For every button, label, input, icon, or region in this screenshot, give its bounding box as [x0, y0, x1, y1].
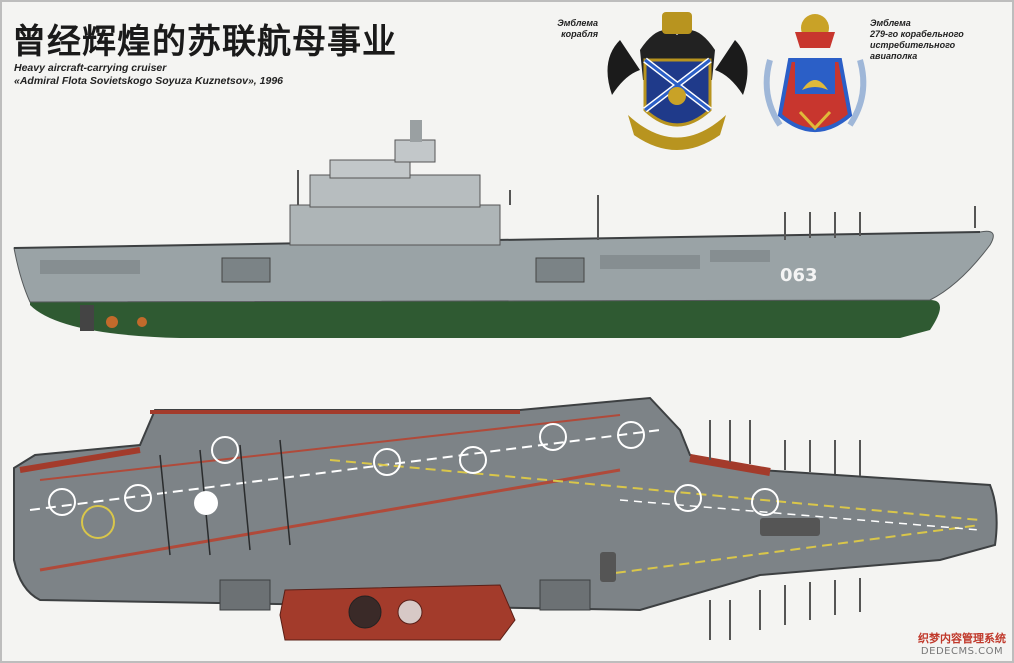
hull-number: 063 [780, 265, 818, 286]
side-profile-view: 063 [13, 120, 994, 338]
regiment-emblem-label-line-2: 279-го корабельного [870, 29, 964, 39]
ship-emblem-label-line-1: Эмблема [557, 18, 598, 28]
ship-emblem [607, 12, 748, 150]
subtitle-line-2: «Admiral Flota Sovietskogo Soyuza Kuznet… [14, 75, 283, 87]
ship-emblem-label: Эмблема корабля [520, 18, 598, 40]
watermark-url: DEDECMS.COM [920, 646, 1004, 657]
regiment-emblem-label: Эмблема 279-го корабельного истребительн… [870, 18, 1010, 62]
regiment-emblem-label-line-4: авиаполка [870, 51, 918, 61]
watermark-brand: 织梦内容管理系统 [918, 632, 1006, 645]
regiment-emblem-label-line-3: истребительного [870, 40, 956, 50]
ship-emblem-label-line-2: корабля [561, 29, 598, 39]
top-down-deck-view [13, 396, 998, 641]
subtitle: Heavy aircraft-carrying cruiser «Admiral… [14, 62, 283, 88]
regiment-emblem-label-line-1: Эмблема [870, 18, 911, 28]
regiment-emblem [763, 14, 867, 132]
page-title: 曾经辉煌的苏联航母事业 [12, 22, 397, 62]
watermark: 织梦内容管理系统 DEDECMS.COM [918, 630, 1006, 657]
subtitle-line-1: Heavy aircraft-carrying cruiser [14, 62, 167, 74]
